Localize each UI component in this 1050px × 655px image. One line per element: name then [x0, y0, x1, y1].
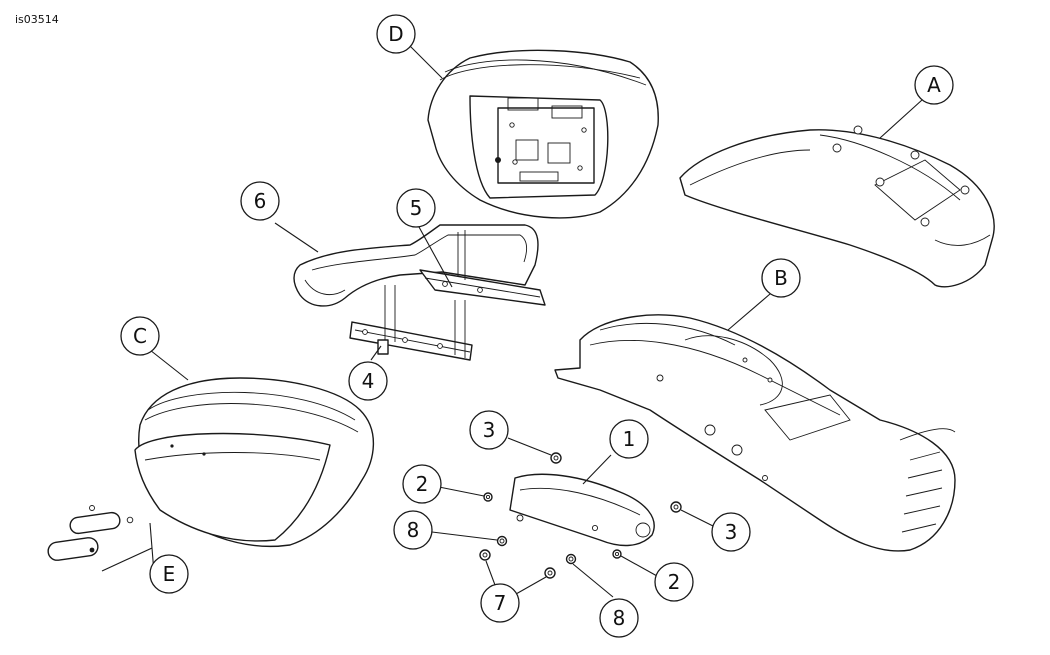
washer-8-left: [496, 535, 508, 547]
seat-a: [679, 125, 995, 288]
figure-id: is03514: [15, 13, 59, 26]
grab-rail-6: [293, 224, 539, 307]
svg-text:2: 2: [668, 570, 681, 594]
svg-text:C: C: [133, 324, 147, 348]
svg-text:3: 3: [725, 520, 738, 544]
callout-d: D: [376, 14, 416, 54]
callout-b: B: [761, 258, 801, 298]
bracket-1: [509, 473, 655, 547]
svg-text:5: 5: [410, 196, 423, 220]
svg-text:2: 2: [416, 472, 429, 496]
callout-c: C: [120, 316, 160, 356]
callout-1: 1: [609, 419, 649, 459]
svg-text:A: A: [927, 73, 941, 97]
mounting-rail-4: [349, 285, 473, 361]
nut-3-upper: [550, 452, 562, 464]
svg-text:1: 1: [623, 427, 636, 451]
nut-7-lower: [544, 567, 556, 579]
washer-8-right: [565, 553, 577, 565]
nut-3-lower: [670, 501, 682, 513]
rear-fender-b: [554, 314, 956, 552]
callout-2-left: 2: [402, 464, 442, 504]
svg-text:B: B: [774, 266, 788, 290]
saddlebag-c: [134, 377, 375, 547]
svg-text:7: 7: [494, 591, 507, 615]
callout-4: 4: [348, 361, 388, 401]
leader-lines: [101, 45, 923, 598]
saddlebag-inner-d: [427, 49, 659, 219]
screw-2-right: [612, 549, 622, 559]
rail-bracket-5: [419, 230, 546, 306]
callout-a: A: [914, 65, 954, 105]
nut-7-upper: [479, 549, 491, 561]
svg-text:3: 3: [483, 418, 496, 442]
svg-text:4: 4: [362, 369, 375, 393]
svg-text:8: 8: [407, 518, 420, 542]
reflectors-e: [47, 505, 134, 561]
svg-text:6: 6: [254, 189, 267, 213]
svg-text:8: 8: [613, 606, 626, 630]
callout-7: 7: [480, 583, 520, 623]
callout-8-left: 8: [393, 510, 433, 550]
callout-6: 6: [240, 181, 280, 221]
svg-text:D: D: [388, 22, 403, 46]
callout-3-lower: 3: [711, 512, 751, 552]
callout-e: E: [149, 554, 189, 594]
screw-2-left: [483, 492, 493, 502]
callout-5: 5: [396, 188, 436, 228]
svg-text:E: E: [163, 562, 176, 586]
callout-8-right: 8: [599, 598, 639, 638]
callout-3-upper: 3: [469, 410, 509, 450]
callout-2-right: 2: [654, 562, 694, 602]
